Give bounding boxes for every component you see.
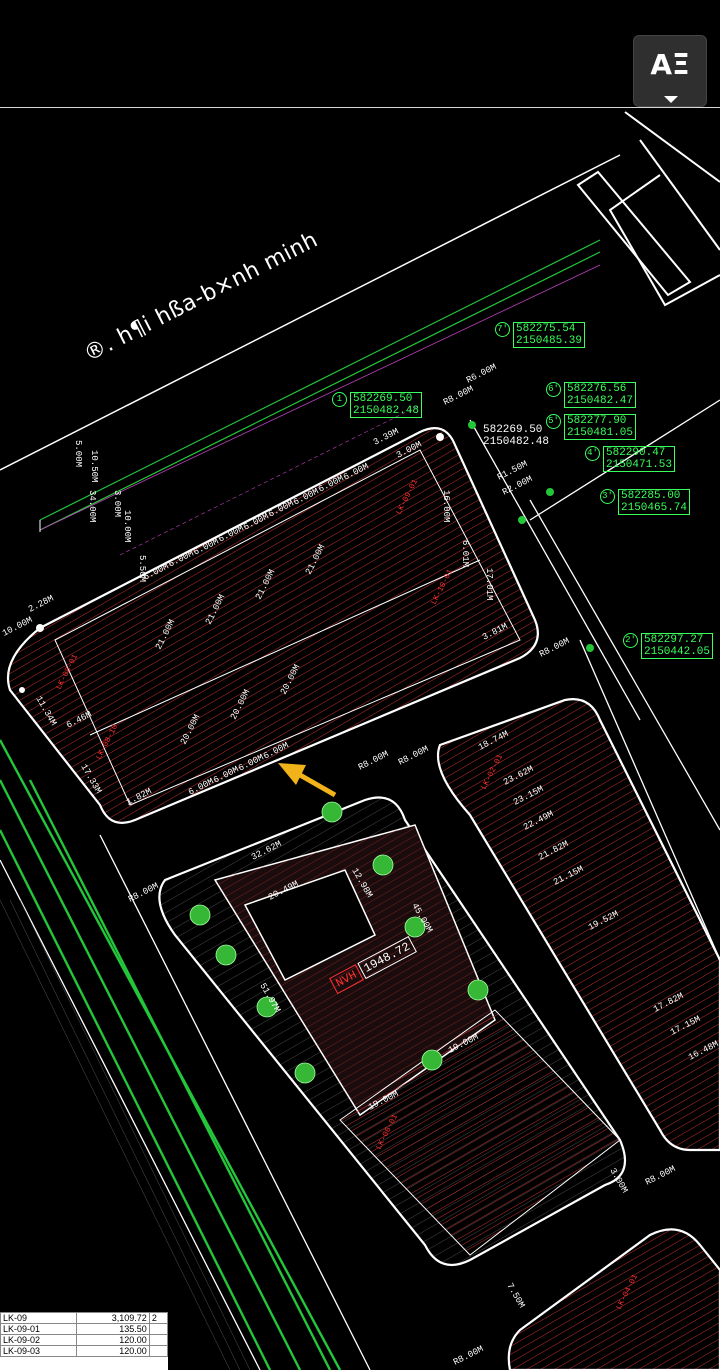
green-control-points: [468, 421, 594, 652]
block-nvh: [158, 796, 627, 1267]
svg-text:R6.00M: R6.00M: [465, 362, 498, 386]
green-road-lines: [0, 739, 342, 1370]
svg-text:5.00M: 5.00M: [73, 440, 83, 467]
svg-text:10.00M: 10.00M: [122, 510, 132, 542]
block-lk-04: [507, 1228, 720, 1370]
chevron-down-icon[interactable]: [664, 96, 678, 103]
text-style-button[interactable]: AΞ: [633, 35, 707, 107]
block-lk-08: [6, 427, 539, 824]
road-hatch: [0, 899, 251, 1370]
svg-text:R8.00M: R8.00M: [127, 881, 160, 905]
top-right-structure: [576, 111, 720, 307]
svg-text:10.00M: 10.00M: [1, 615, 34, 639]
svg-text:R8.00M: R8.00M: [538, 636, 571, 660]
svg-text:17.01M: 17.01M: [484, 568, 494, 600]
svg-text:10.50M: 10.50M: [89, 450, 99, 482]
control-points: [19, 433, 444, 693]
svg-text:R8.00M: R8.00M: [452, 1344, 485, 1368]
svg-text:16.00M: 16.00M: [441, 490, 451, 522]
svg-text:6.01M: 6.01M: [460, 540, 470, 567]
block-lk-02: [436, 698, 720, 1152]
svg-text:5.50M: 5.50M: [137, 555, 147, 582]
toolbar-divider: [0, 107, 720, 108]
svg-text:R8.00M: R8.00M: [397, 744, 430, 768]
text-style-icon: AΞ: [650, 48, 690, 81]
svg-text:34.00M: 34.00M: [87, 490, 97, 522]
svg-text:2.28M: 2.28M: [27, 593, 56, 614]
svg-text:R8.00M: R8.00M: [442, 384, 475, 408]
svg-text:R8.00M: R8.00M: [357, 749, 390, 773]
svg-text:7.50M: 7.50M: [504, 1282, 526, 1310]
main-road: [0, 154, 621, 556]
svg-text:3.00M: 3.00M: [112, 490, 122, 517]
road-edge-lines: [0, 399, 720, 1370]
svg-text:R8.00M: R8.00M: [644, 1164, 677, 1188]
trees: [189, 801, 489, 1084]
yellow-arrow: [278, 763, 337, 798]
